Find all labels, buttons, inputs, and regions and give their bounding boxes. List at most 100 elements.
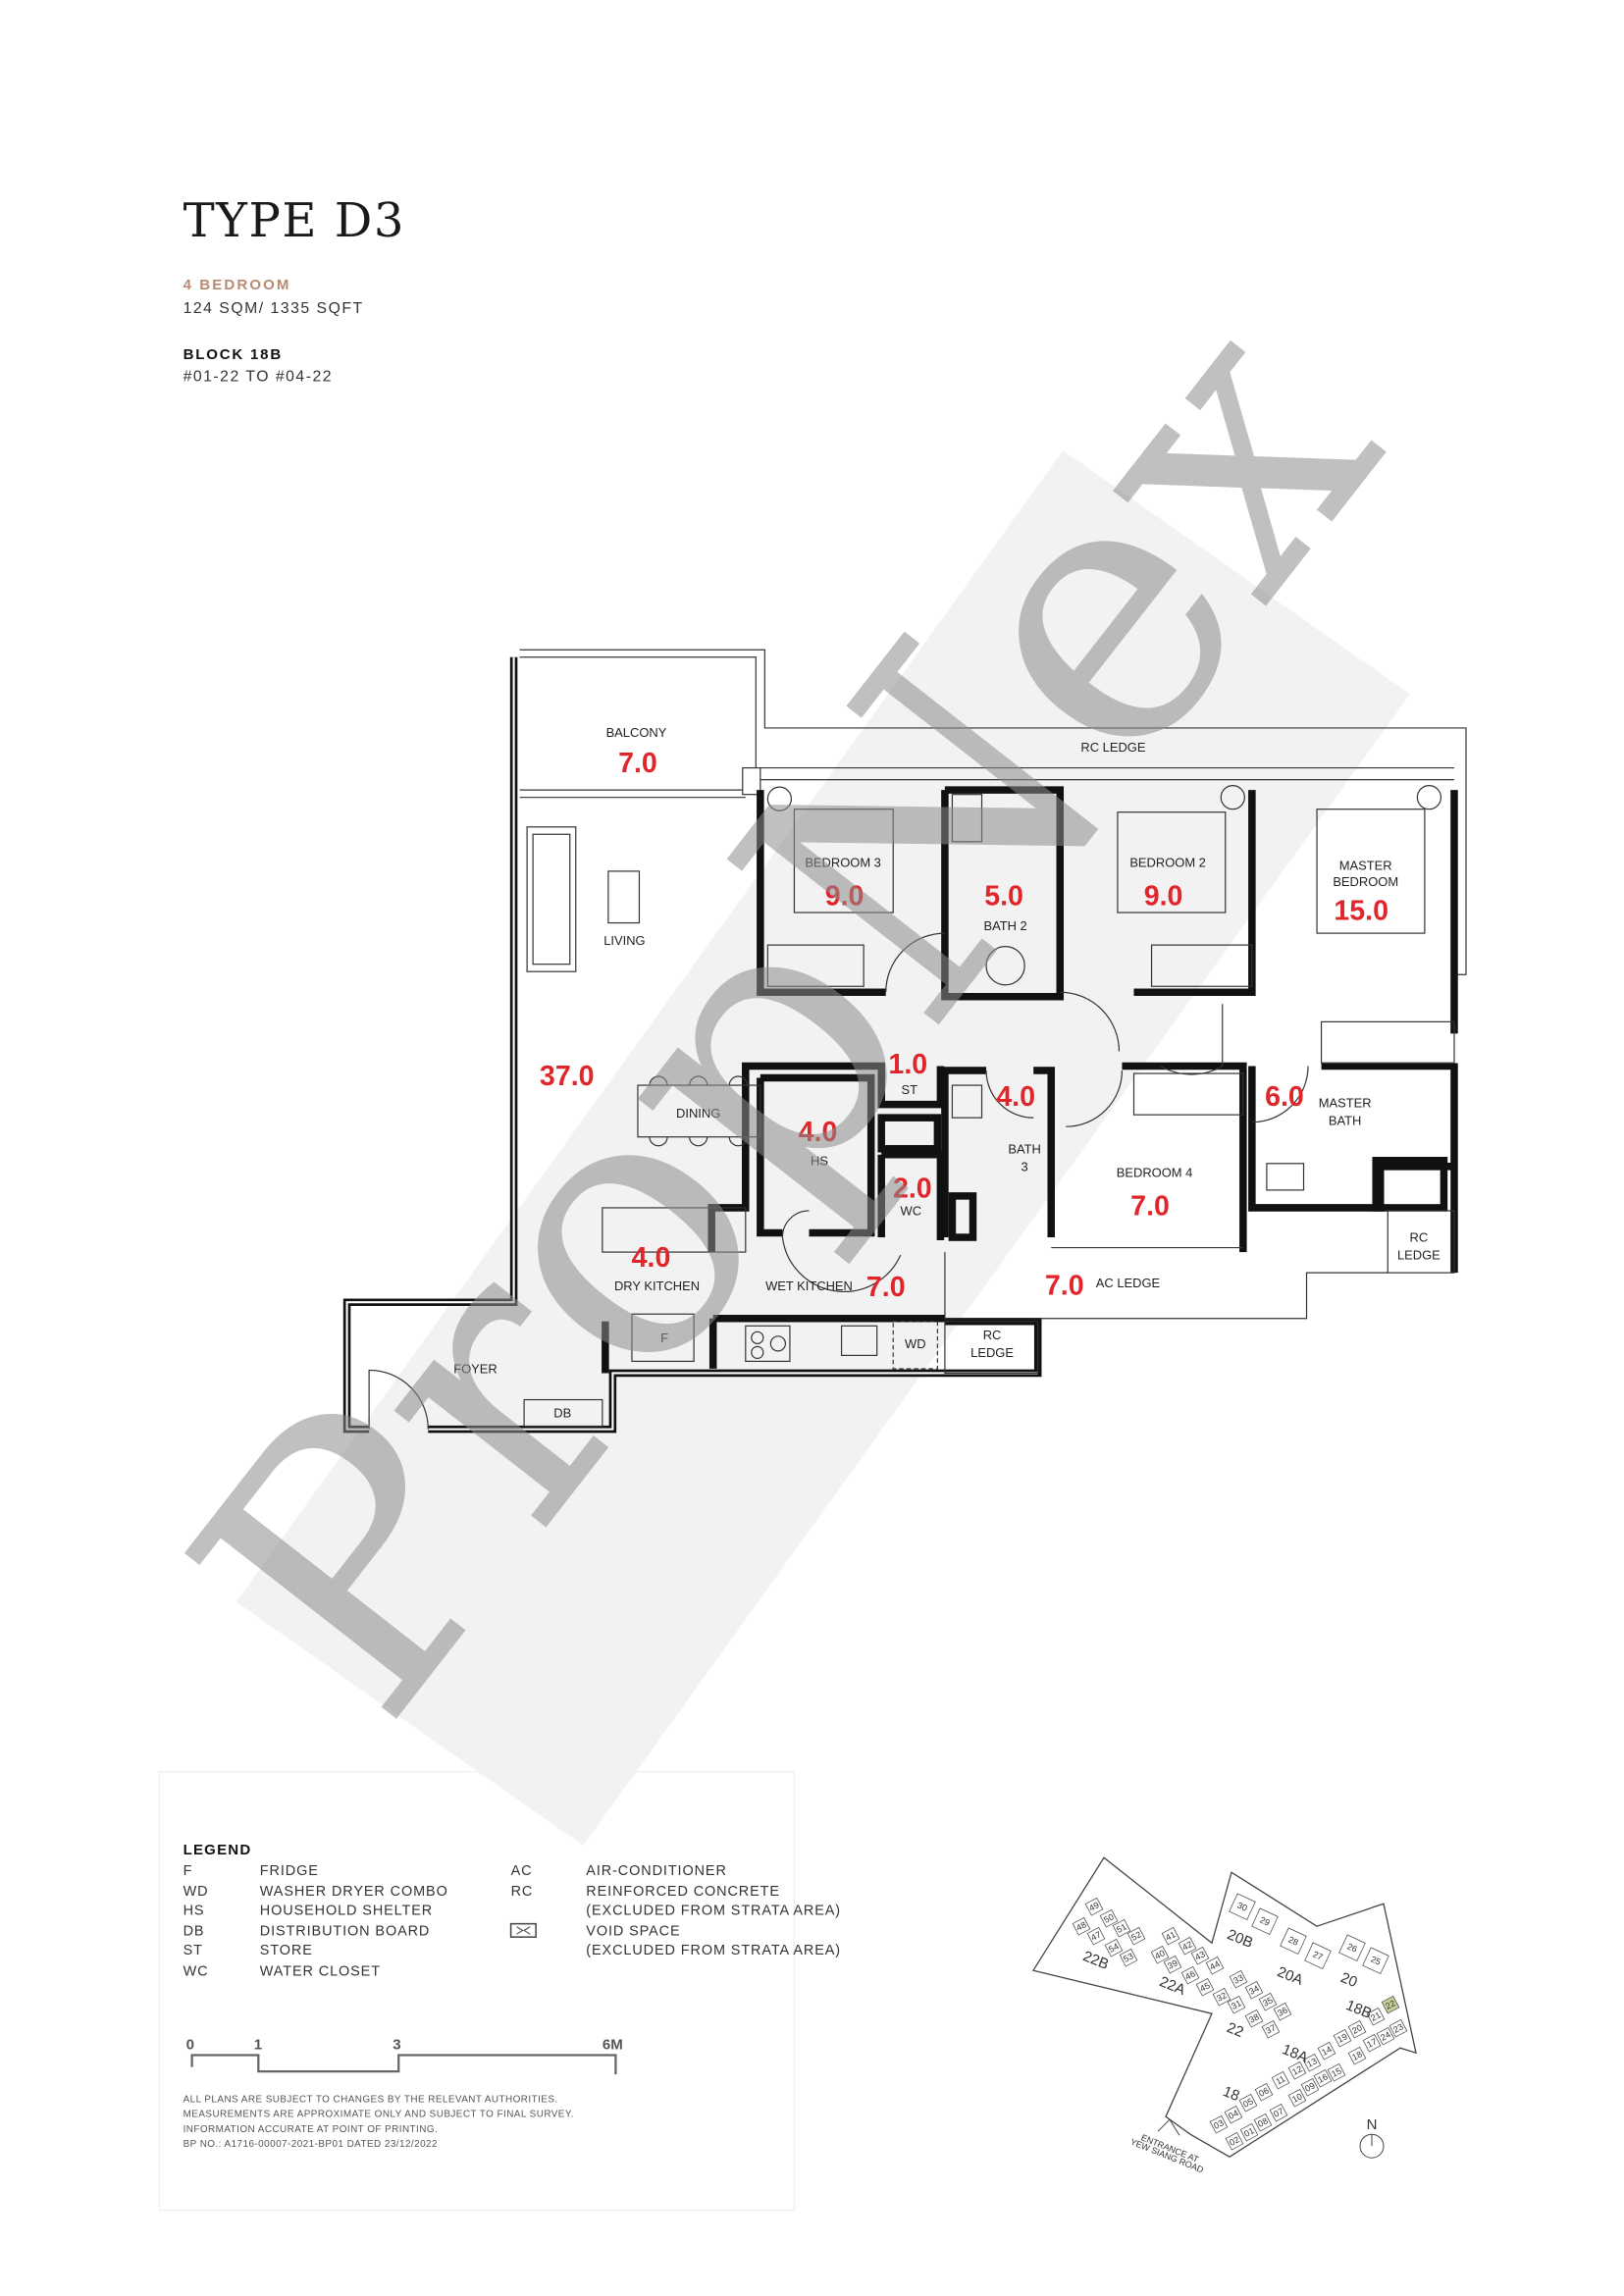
svg-text:07: 07 — [1272, 2106, 1285, 2119]
site-unit: 41 — [1161, 1926, 1180, 1946]
svg-text:23: 23 — [1391, 2021, 1405, 2035]
svg-text:37: 37 — [1264, 2022, 1278, 2036]
label-bedroom-3: BEDROOM 3 — [805, 855, 881, 869]
svg-text:17: 17 — [1365, 2036, 1379, 2050]
site-unit: 05 — [1238, 2093, 1258, 2113]
svg-text:12: 12 — [1290, 2063, 1304, 2077]
watermark-band — [236, 450, 1410, 1846]
note-line: INFORMATION ACCURATE AT POINT OF PRINTIN… — [183, 2124, 439, 2135]
svg-text:47: 47 — [1089, 1929, 1103, 1943]
site-unit: 27 — [1304, 1942, 1332, 1970]
highlighted-unit: 22 — [1381, 1995, 1400, 2014]
site-unit: 16 — [1313, 2068, 1333, 2088]
legend-code: WD — [183, 1884, 209, 1900]
label-household-shelter: HS — [811, 1153, 828, 1168]
site-unit: 06 — [1254, 2082, 1274, 2102]
svg-text:43: 43 — [1193, 1949, 1207, 1962]
label-bath-3-1: BATH — [1008, 1141, 1041, 1156]
svg-text:15: 15 — [1330, 2065, 1343, 2079]
unit-range: #01-22 TO #04-22 — [183, 368, 333, 385]
svg-text:33: 33 — [1231, 1972, 1245, 1986]
label-rc-ledge-top: RC LEDGE — [1080, 740, 1145, 755]
site-unit: 40 — [1150, 1945, 1170, 1964]
site-unit: 33 — [1229, 1969, 1248, 1989]
svg-text:14: 14 — [1320, 2044, 1334, 2058]
svg-text:50: 50 — [1102, 1911, 1116, 1925]
block-label: 22A — [1157, 1973, 1187, 1999]
site-unit: 04 — [1224, 2105, 1243, 2124]
site-unit: 43 — [1190, 1946, 1210, 1965]
bedroom-count: 4 BEDROOM — [183, 277, 291, 293]
svg-text:49: 49 — [1087, 1900, 1101, 1913]
site-unit: 15 — [1327, 2062, 1346, 2082]
legend-code: HS — [183, 1904, 205, 1919]
site-unit: 34 — [1244, 1980, 1264, 2000]
site-plan: 4950515248475453414243444039464533343536… — [1031, 1856, 1417, 2175]
label-wet-kitchen: WET KITCHEN — [765, 1278, 853, 1293]
svg-text:52: 52 — [1129, 1929, 1143, 1943]
fixtures — [368, 785, 1455, 1430]
site-unit: 07 — [1269, 2103, 1288, 2122]
area-bedroom-2: 9.0 — [1144, 881, 1183, 913]
area-living-dining: 37.0 — [540, 1061, 595, 1092]
label-bedroom-2: BEDROOM 2 — [1129, 855, 1206, 869]
svg-text:21: 21 — [1369, 2009, 1383, 2023]
label-ac-ledge: AC LEDGE — [1096, 1276, 1161, 1290]
site-unit: 08 — [1253, 2113, 1273, 2132]
site-unit: 01 — [1239, 2122, 1259, 2142]
note-line: MEASUREMENTS ARE APPROXIMATE ONLY AND SU… — [183, 2110, 574, 2120]
label-store: ST — [902, 1082, 918, 1097]
site-unit: 49 — [1084, 1897, 1104, 1916]
svg-text:02: 02 — [1228, 2134, 1241, 2148]
label-dining: DINING — [676, 1106, 720, 1121]
site-unit: 54 — [1104, 1938, 1124, 1957]
svg-text:26: 26 — [1345, 1941, 1358, 1954]
site-unit: 28 — [1280, 1927, 1307, 1956]
block-label: 20A — [1275, 1963, 1305, 1989]
area-bedroom-3: 9.0 — [825, 881, 864, 913]
legend-description: VOID SPACE — [586, 1924, 680, 1940]
label-rc-ledge-right-2: LEDGE — [1397, 1248, 1441, 1263]
svg-text:54: 54 — [1107, 1941, 1121, 1955]
area-master-bath: 6.0 — [1265, 1081, 1304, 1113]
svg-text:10: 10 — [1290, 2091, 1304, 2105]
room-labels: BALCONY RC LEDGE BEDROOM 3 BATH 2 BEDROO… — [453, 725, 1441, 1421]
disclaimer-notes: ALL PLANS ARE SUBJECT TO CHANGES BY THE … — [183, 2095, 574, 2150]
scale-tick-0: 0 — [186, 2037, 194, 2054]
note-line: ALL PLANS ARE SUBJECT TO CHANGES BY THE … — [183, 2095, 558, 2106]
svg-text:39: 39 — [1166, 1957, 1179, 1971]
svg-text:01: 01 — [1242, 2125, 1256, 2139]
svg-text:48: 48 — [1074, 1919, 1088, 1933]
label-fridge: F — [660, 1331, 668, 1345]
legend-code: AC — [511, 1863, 533, 1879]
scale-bar: 0 1 3 6M — [186, 2037, 623, 2075]
legend-code: RC — [511, 1884, 534, 1900]
label-bath-2: BATH 2 — [983, 918, 1026, 933]
area-bath-2: 5.0 — [984, 881, 1023, 913]
site-unit: 36 — [1273, 2002, 1292, 2021]
svg-text:24: 24 — [1379, 2029, 1392, 2043]
svg-text:51: 51 — [1115, 1921, 1128, 1935]
svg-text:22: 22 — [1384, 1998, 1397, 2011]
area-balcony: 7.0 — [618, 748, 657, 779]
void-space-icon — [509, 1922, 537, 1938]
north-label: N — [1367, 2116, 1378, 2133]
area-wc: 2.0 — [893, 1173, 932, 1204]
legend-title: LEGEND — [183, 1842, 252, 1858]
block-label: 20 — [1338, 1969, 1360, 1991]
site-unit: 17 — [1362, 2033, 1382, 2053]
label-master-bath-2: BATH — [1329, 1114, 1362, 1128]
label-rc-ledge-bottom-2: LEDGE — [970, 1345, 1014, 1360]
scale-tick-3: 3 — [393, 2037, 400, 2054]
label-master-bedroom-1: MASTER — [1339, 858, 1392, 872]
label-dry-kitchen: DRY KITCHEN — [614, 1278, 700, 1293]
svg-text:04: 04 — [1227, 2108, 1240, 2121]
label-foyer: FOYER — [453, 1361, 498, 1376]
svg-text:08: 08 — [1256, 2115, 1270, 2129]
svg-text:29: 29 — [1258, 1914, 1271, 1927]
svg-text:32: 32 — [1215, 1990, 1229, 2004]
site-unit: 47 — [1086, 1926, 1106, 1946]
site-unit: 29 — [1251, 1907, 1279, 1936]
site-unit: 35 — [1258, 1992, 1278, 2011]
